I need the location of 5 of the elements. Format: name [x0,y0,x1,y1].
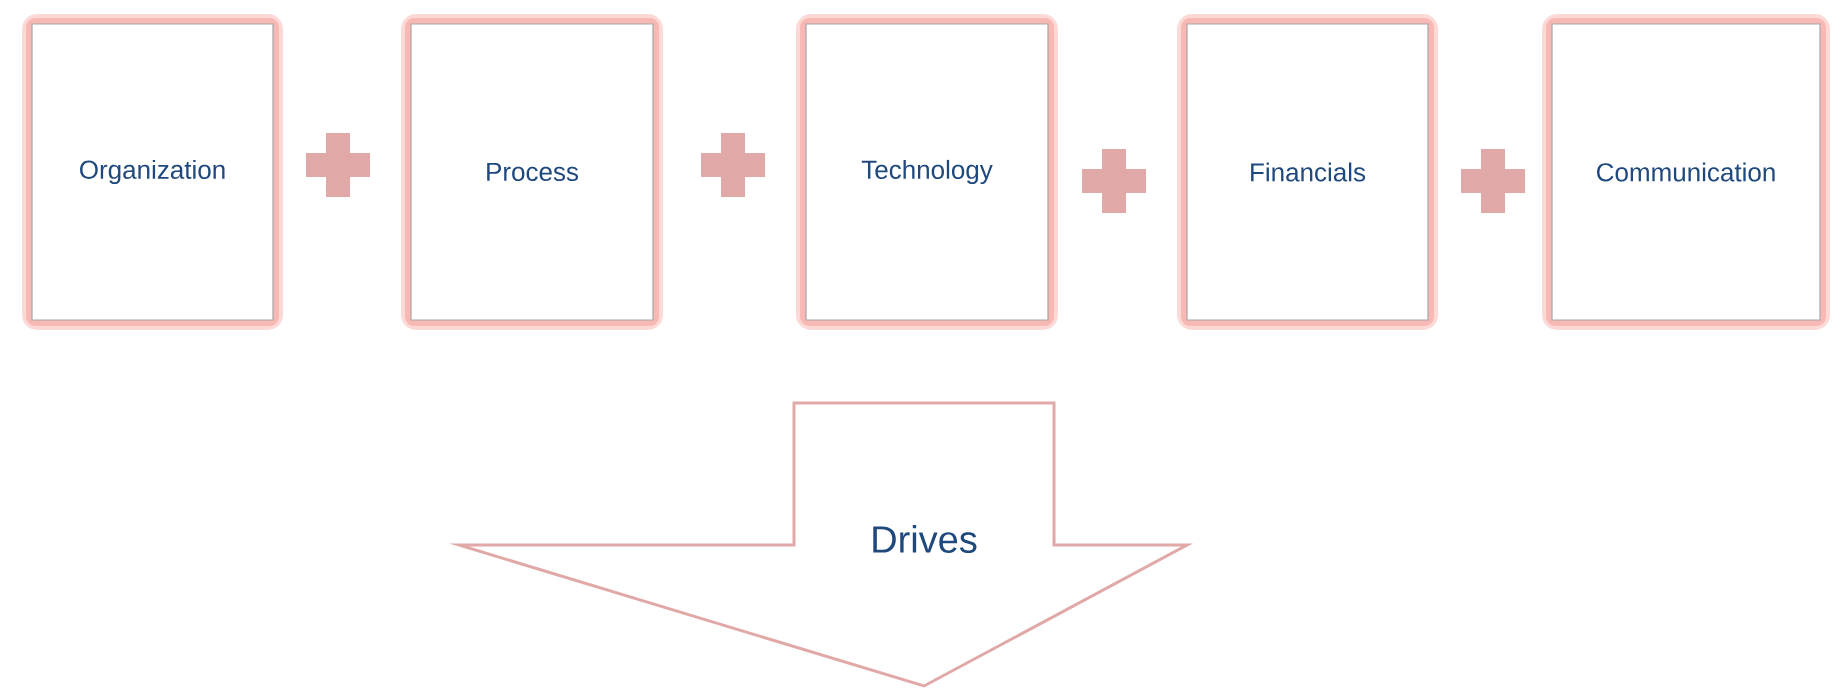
text-box: Process [401,14,663,330]
text-box: Financials [1177,14,1438,330]
text-box: Technology [796,14,1058,330]
text-box: Organization [22,14,283,330]
text-box: Communication [1542,14,1830,330]
